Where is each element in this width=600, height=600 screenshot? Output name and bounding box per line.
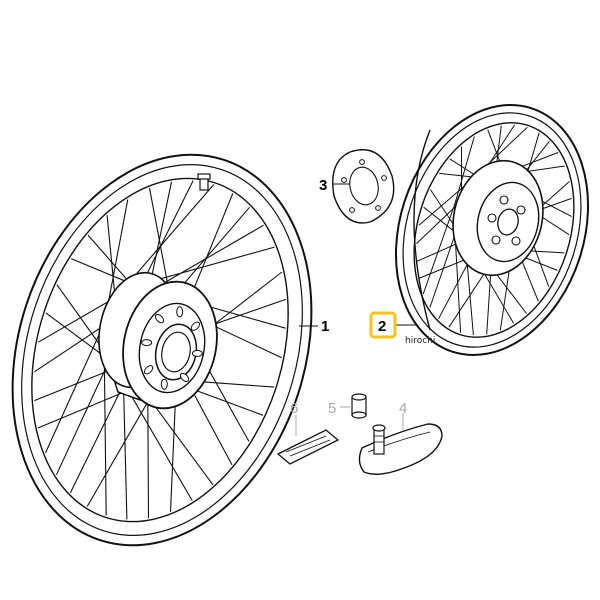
part-4-rim-strip — [358, 413, 443, 475]
callout-4: 4 — [399, 400, 407, 417]
front-wheel — [11, 153, 318, 547]
part-6-patch — [276, 415, 340, 465]
front-spoke — [56, 284, 106, 352]
watermark: hirochi — [405, 336, 435, 346]
callout-3: 3 — [319, 177, 327, 194]
front-wheel-hub — [98, 271, 218, 410]
callout-6: 6 — [290, 400, 298, 417]
front-spoke — [38, 296, 117, 343]
front-spoke — [148, 224, 264, 293]
front-valve-stem — [197, 173, 211, 191]
rear-wheel-hub — [452, 159, 544, 277]
hub-slot — [176, 306, 184, 318]
callout-1: 1 — [321, 318, 329, 335]
valve-assembly — [372, 424, 386, 455]
rear-wheel-rim-inner — [413, 122, 575, 338]
front-spoke — [103, 349, 107, 516]
front-spoke — [44, 321, 106, 454]
rear-wheel-rim-outer — [394, 103, 590, 357]
front-hub-slots — [141, 306, 203, 390]
front-spoke — [148, 187, 171, 297]
rear-wheel-rim-mid — [402, 112, 582, 348]
rear-wheel — [394, 103, 590, 357]
front-spoke — [87, 234, 134, 287]
callout-2: 2 — [378, 318, 386, 335]
part-3-gasket-plate — [332, 149, 395, 224]
callout-5: 5 — [328, 400, 336, 417]
hub-slot — [143, 365, 154, 375]
part-5-valve-cap — [340, 393, 367, 419]
front-spoke — [34, 367, 117, 402]
rear-spoke — [430, 189, 456, 227]
front-wheel-rim-mid — [21, 164, 303, 536]
rear-spoke — [453, 136, 475, 206]
hub-slot — [191, 349, 203, 357]
hub-slot — [190, 321, 201, 331]
rear-spoke — [418, 185, 466, 226]
hub-slot — [141, 339, 153, 347]
callout-2-highlight — [369, 311, 397, 339]
hub-slot — [179, 372, 190, 383]
rear-hub-bolts — [487, 195, 526, 246]
front-wheel-rim-inner — [31, 177, 289, 523]
front-wheel-rim-outer — [11, 153, 313, 547]
hub-slot — [154, 313, 165, 324]
rear-wheel-rim-side — [413, 129, 431, 331]
hub-slot — [160, 378, 168, 390]
